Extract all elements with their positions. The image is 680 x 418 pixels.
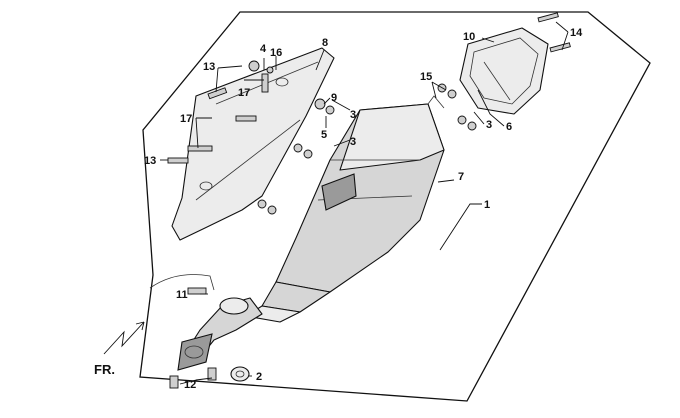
sensor-wire: [149, 274, 215, 291]
callout-17: 17: [238, 87, 250, 99]
callout-13: 13: [144, 155, 156, 167]
gasket: [230, 366, 250, 382]
leader-lines: [160, 21, 569, 385]
callout-3: 3: [486, 119, 492, 131]
front-direction-label: FR.: [94, 362, 115, 377]
callout-4: 4: [260, 43, 267, 55]
callout-9: 9: [331, 92, 337, 104]
callout-6: 6: [506, 121, 512, 133]
callout-16: 16: [270, 47, 282, 59]
fasteners: [167, 12, 571, 389]
callout-15: 15: [420, 71, 432, 83]
exhaust-pipe: [177, 297, 263, 371]
assembly-boundary: [139, 11, 651, 402]
callout-5: 5: [321, 129, 327, 141]
callout-3: 3: [350, 136, 356, 148]
callout-14: 14: [570, 27, 583, 39]
tail-cover: [459, 27, 549, 115]
callout-13: 13: [203, 61, 215, 73]
callout-12: 12: [184, 379, 196, 391]
callout-1: 1: [484, 199, 490, 211]
callout-2: 2: [256, 371, 262, 383]
front-direction-arrow: [103, 321, 145, 355]
callout-8: 8: [322, 37, 328, 49]
callout-7: 7: [458, 171, 464, 183]
callout-3: 3: [350, 109, 356, 121]
callout-17: 17: [180, 113, 192, 125]
callout-11: 11: [176, 289, 188, 301]
callout-10: 10: [463, 31, 475, 43]
muffler-body: [275, 95, 445, 293]
